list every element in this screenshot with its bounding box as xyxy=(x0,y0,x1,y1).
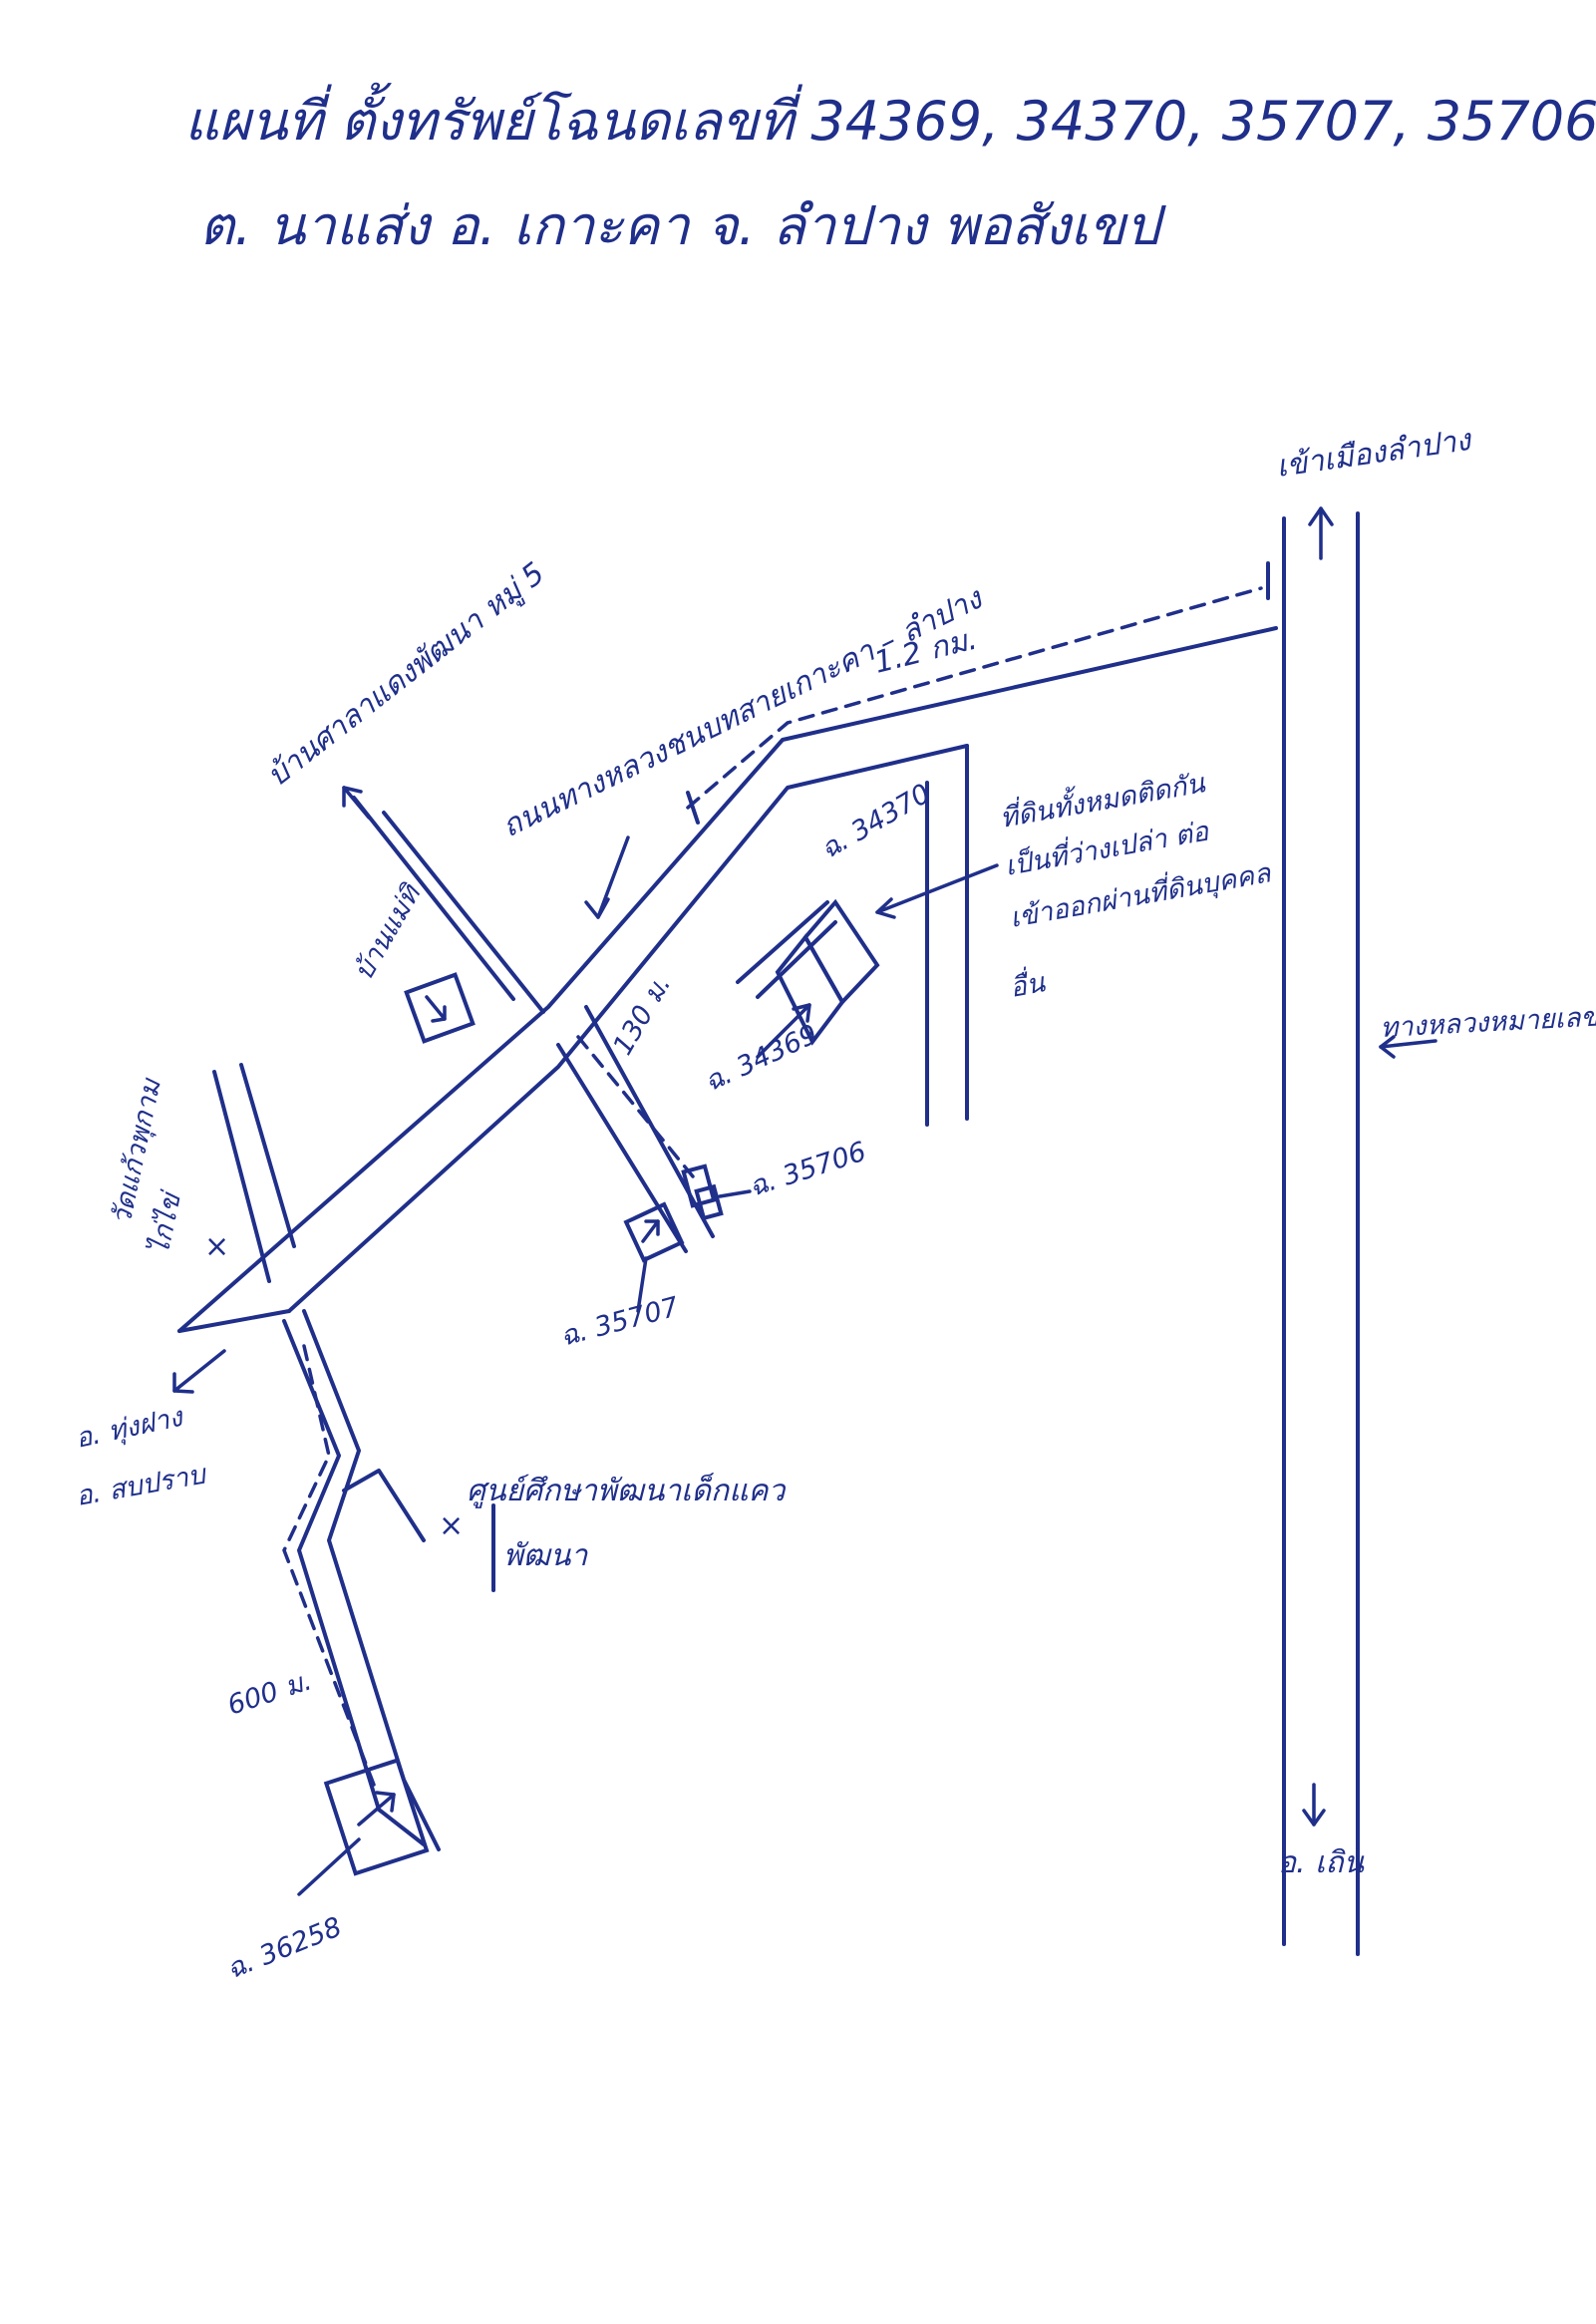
plot-35707 xyxy=(623,1201,685,1263)
plot-36258-pointer xyxy=(297,1837,361,1896)
ban-mae-thi-marker xyxy=(404,972,476,1044)
ban-sala-daeng-arrow xyxy=(342,786,371,820)
plot-34370-34369 xyxy=(736,898,880,1046)
temple-label-line2: ไก่ไข่ xyxy=(144,1186,188,1257)
school-label-line2: พัฒนา xyxy=(503,1538,588,1573)
plot-35706 xyxy=(681,1163,724,1221)
x-mark-icon-school: × xyxy=(439,1508,464,1543)
plot-35707-pointer xyxy=(636,1256,648,1313)
plot-34370-label: ฉ. 34370 xyxy=(815,778,936,865)
temple-road xyxy=(212,1063,296,1283)
plot-34369-pointer xyxy=(756,1003,811,1059)
x-mark-icon: × xyxy=(204,1229,229,1264)
land-note-pointer xyxy=(875,863,999,919)
road-to-ban-sala-daeng xyxy=(352,796,545,1014)
to-lampang-city-label: เข้าเมืองลำปาง xyxy=(1274,423,1474,485)
highway-label: ทางหลวงหมายเลข xyxy=(1380,1001,1596,1044)
land-note-line4: อื่น xyxy=(1007,963,1049,1004)
map-title-line1: แผนที่ ตั้งทรัพย์โฉนดเลขที่ 34369, 34370… xyxy=(184,82,1596,153)
secondary-road xyxy=(925,744,969,1127)
to-ban-sala-daeng-label: บ้านศาลาแดงพัฒนา หมู่ 5 xyxy=(260,556,551,795)
main-highway xyxy=(1282,511,1360,1956)
route-start-tick xyxy=(686,791,700,825)
plot-35707-label: ฉ. 35707 xyxy=(557,1291,682,1352)
plot-35706-pointer xyxy=(718,1189,752,1198)
to-thung-fang-label-line1: อ. ทุ่งฝาง xyxy=(73,1402,187,1456)
school-label-line1: ศูนย์ศึกษาพัฒนาเด็กแคว xyxy=(467,1473,787,1508)
route-600-m xyxy=(282,1344,376,1787)
ban-mae-thi-label: บ้านแม่ทิ xyxy=(348,878,428,985)
distance-600-m-label: 600 ม. xyxy=(224,1665,316,1721)
map-title-line2: ต. นาแส่ง อ. เกาะคา จ. ลำปาง พอสังเขป xyxy=(199,194,1166,257)
road-to-36258 xyxy=(282,1309,441,1851)
down-arrow-icon xyxy=(1302,1783,1326,1826)
highway-pointer xyxy=(1379,1035,1437,1059)
to-thung-fang-arrow xyxy=(172,1349,226,1394)
up-arrow-icon xyxy=(1308,506,1334,560)
route-130-m xyxy=(576,1035,695,1178)
to-soem-label: อ. เถิน xyxy=(1278,1845,1366,1880)
route-1-2-km xyxy=(686,586,1263,810)
road-name-pointer xyxy=(584,835,630,919)
plot-34369-label: ฉ. 34369 xyxy=(700,1019,822,1098)
to-thung-fang-label-line2: อ. สบปราบ xyxy=(74,1459,209,1512)
road-ko-kha-lampang xyxy=(177,626,1278,1333)
plot-35706-label: ฉ. 35706 xyxy=(746,1137,870,1203)
plot-36258-label: ฉ. 36258 xyxy=(222,1911,346,1985)
distance-130-m-label: 130 ม. xyxy=(607,970,677,1060)
plot-36258 xyxy=(323,1758,430,1876)
